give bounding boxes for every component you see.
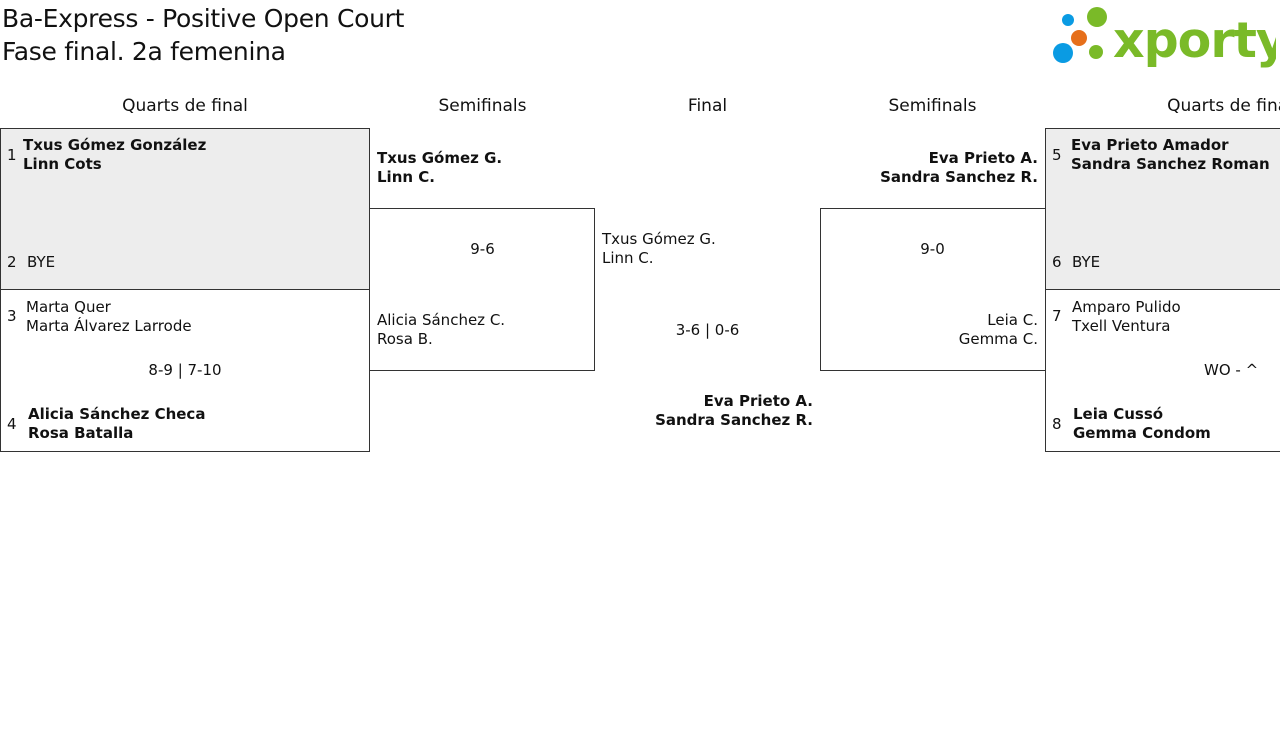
player-name: Eva Prieto A. [928, 149, 1038, 167]
team-7[interactable]: Amparo Pulido Txell Ventura [1072, 298, 1181, 336]
seed-1: 1 [7, 146, 17, 164]
player-name: Txus Gómez González [23, 136, 207, 154]
semifinal-left-score: 9-6 [470, 240, 495, 258]
final-score: 3-6 | 0-6 [675, 321, 740, 339]
semifinal-right-bracket [820, 208, 1046, 371]
player-name: Marta Álvarez Larrode [26, 317, 192, 335]
header-quarterfinals-left: Quarts de final [122, 96, 248, 116]
team-6-bye: BYE [1072, 253, 1101, 271]
player-name: Txus Gómez G. [377, 149, 503, 167]
seed-5: 5 [1052, 146, 1062, 164]
page-title: Ba-Express - Positive Open Court Fase fi… [2, 2, 404, 68]
player-name: Sandra Sanchez R. [655, 411, 813, 429]
player-name: Linn C. [602, 249, 654, 267]
team-5[interactable]: Eva Prieto Amador Sandra Sanchez Roman [1071, 136, 1270, 174]
header-quarterfinals-right: Quarts de final [1045, 96, 1280, 118]
title-line-1: Ba-Express - Positive Open Court [2, 4, 405, 33]
seed-7: 7 [1052, 307, 1062, 325]
xporty-logo-graphic: xporty [1053, 7, 1280, 69]
player-name: Leia C. [987, 311, 1038, 329]
team-4[interactable]: Alicia Sánchez Checa Rosa Batalla [28, 405, 205, 443]
player-name: Rosa B. [377, 330, 433, 348]
player-name: Amparo Pulido [1072, 298, 1181, 316]
header-quarterfinals-right-text: Quarts de final [1167, 96, 1280, 116]
header-semifinals-right: Semifinals [888, 96, 977, 116]
seed-8: 8 [1052, 415, 1062, 433]
player-name: Sandra Sanchez Roman [1071, 155, 1270, 173]
player-name: Alicia Sánchez C. [377, 311, 506, 329]
seed-4: 4 [7, 415, 17, 433]
match-score: 8-9 | 7-10 [148, 361, 222, 379]
seed-2: 2 [7, 253, 17, 271]
team-8[interactable]: Leia Cussó Gemma Condom [1073, 405, 1211, 443]
quarterfinal-match-4[interactable] [1045, 289, 1280, 452]
player-name: Eva Prieto A. [703, 392, 813, 410]
xporty-logo[interactable]: xporty [1050, 4, 1280, 69]
final-team-top[interactable]: Txus Gómez G. Linn C. [602, 230, 716, 268]
player-name: Marta Quer [26, 298, 111, 316]
quarterfinal-match-1[interactable] [0, 128, 370, 290]
header-final: Final [687, 96, 728, 116]
semifinal-right-team-top[interactable]: Eva Prieto A. Sandra Sanchez R. [820, 149, 1038, 187]
player-name: Eva Prieto Amador [1071, 136, 1229, 154]
header-semifinals-left: Semifinals [438, 96, 527, 116]
player-name: Alicia Sánchez Checa [28, 405, 206, 423]
match-score: WO - ^ [1204, 361, 1259, 379]
team-3[interactable]: Marta Quer Marta Álvarez Larrode [26, 298, 192, 336]
player-name: Txell Ventura [1072, 317, 1171, 335]
semifinal-left-team-top[interactable]: Txus Gómez G. Linn C. [377, 149, 502, 187]
final-team-bottom[interactable]: Eva Prieto A. Sandra Sanchez R. [595, 392, 813, 430]
player-name: Rosa Batalla [28, 424, 134, 442]
team-1[interactable]: Txus Gómez González Linn Cots [23, 136, 206, 174]
team-2-bye: BYE [27, 253, 56, 271]
seed-3: 3 [7, 307, 17, 325]
player-name: Gemma Condom [1073, 424, 1211, 442]
player-name: Linn Cots [23, 155, 102, 173]
semifinal-left-team-bottom[interactable]: Alicia Sánchez C. Rosa B. [377, 311, 505, 349]
player-name: Txus Gómez G. [602, 230, 716, 248]
title-line-2: Fase final. 2a femenina [2, 37, 286, 66]
semifinal-left-bracket [369, 208, 595, 371]
svg-text:xporty: xporty [1113, 12, 1276, 68]
seed-6: 6 [1052, 253, 1062, 271]
semifinal-right-score: 9-0 [920, 240, 945, 258]
semifinal-right-team-bottom[interactable]: Leia C. Gemma C. [820, 311, 1038, 349]
player-name: Gemma C. [958, 330, 1038, 348]
player-name: Leia Cussó [1073, 405, 1164, 423]
player-name: Sandra Sanchez R. [880, 168, 1038, 186]
player-name: Linn C. [377, 168, 435, 186]
